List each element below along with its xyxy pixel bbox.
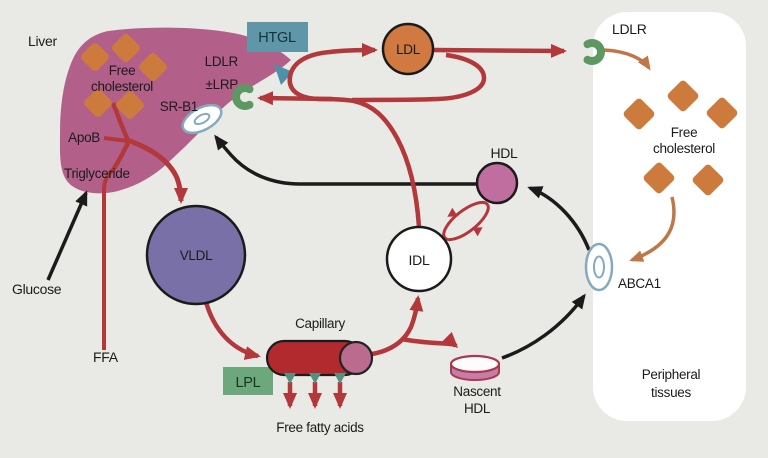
srb1-label: SR-B1 [160, 99, 198, 114]
capillary-to-idl-arrow [365, 295, 424, 358]
htgl-box [247, 22, 308, 52]
free-fatty-acids-label: Free fatty acids [276, 420, 364, 435]
nascent-hdl-disc-icon [449, 354, 501, 381]
cholesterol-to-abca1-arrow [629, 196, 676, 262]
htgl-wedge-icon [274, 64, 293, 85]
apob-label: ApoB [68, 130, 100, 145]
idl-particle [385, 225, 453, 293]
abca1-transporter-icon [584, 242, 614, 292]
peripheral-ldlr-label: LDLR [612, 21, 647, 37]
capillary-icon [265, 339, 374, 384]
lpl-box [223, 367, 273, 395]
nascent-hdl-to-abca1-arrow [501, 293, 586, 360]
liver-cholesterol-diamonds [81, 34, 167, 119]
lpl-anchor-icon [334, 373, 346, 384]
peripheral-tissues-box [593, 12, 746, 421]
cholesterol-diamond-icon [706, 97, 738, 129]
htgl-label: HTGL [258, 30, 296, 46]
lpl-anchor-icon [309, 373, 321, 384]
ldl-loop-line [351, 52, 487, 103]
srb1-transporter-icon [181, 103, 223, 135]
vldl-particle [145, 204, 247, 306]
lrp-label: ±LRP [206, 77, 239, 92]
lpl-label: LPL [236, 375, 261, 391]
triglyceride-label: Triglyceride [64, 166, 130, 181]
idl-label: IDL [409, 252, 430, 268]
liver-free-cholesterol-label: cholesterol [91, 79, 153, 94]
ffa-to-triglyceride-line [102, 168, 115, 350]
ldl-to-peripheral-arrow [432, 43, 567, 58]
lpl-anchor-icon [284, 373, 296, 384]
idl-hdl-exchange-icon [442, 200, 490, 242]
cholesterol-diamond-icon [116, 91, 144, 119]
vldl-to-capillary-arrow [203, 301, 261, 360]
uptake-by-liver-arrow [257, 91, 333, 106]
nascent-hdl-label: HDL [464, 401, 491, 416]
cholesterol-diamond-icon [84, 89, 112, 117]
cholesterol-diamond-icon [667, 80, 699, 112]
apob-branch-line [103, 136, 129, 143]
ldl-label: LDL [396, 42, 421, 57]
liver-ldlr-lrp-receptor-icon [232, 84, 254, 110]
nascent-hdl-label: Nascent [453, 384, 501, 399]
glucose-label: Glucose [12, 281, 62, 297]
peripheral-free-cholesterol-label: Free [671, 125, 698, 140]
cholesterol-diamond-icon [81, 43, 109, 71]
capillary-label: Capillary [295, 316, 345, 331]
liver-free-cholesterol-label: Free [109, 63, 136, 78]
to-nascent-hdl-arrow [401, 331, 459, 349]
liver-shape [59, 27, 292, 194]
vldl-label: VLDL [180, 248, 213, 263]
cholesterol-branch-line [110, 102, 131, 142]
cholesterol-diamond-icon [692, 164, 724, 196]
ldl-particle [381, 22, 435, 76]
abca1-to-hdl-arrow [527, 186, 591, 251]
cholesterol-diamond-icon [643, 162, 675, 194]
cholesterol-diamond-icon [139, 53, 167, 81]
liver-to-vldl-arrow [126, 137, 188, 204]
hdl-particle [475, 161, 519, 205]
triglyceride-branch-line [111, 141, 131, 172]
glucose-to-liver-arrow [46, 190, 88, 281]
peripheral-cholesterol-diamonds [623, 80, 738, 196]
hdl-to-srb1-arrow [214, 134, 477, 186]
cholesterol-diamond-icon [112, 34, 140, 62]
peripheral-free-cholesterol-label: cholesterol [653, 141, 715, 156]
peripheral-tissues-label: tissues [651, 385, 691, 400]
peripheral-ldlr-receptor-icon [583, 39, 605, 65]
ldlr-to-cholesterol-arrow [603, 48, 651, 71]
ffa-label: FFA [93, 349, 119, 365]
abca1-label: ABCA1 [618, 276, 661, 291]
peripheral-tissues-label: Peripheral [642, 367, 701, 382]
hdl-label: HDL [490, 145, 518, 161]
liver-ldlr-label: LDLR [205, 54, 239, 69]
cholesterol-diamond-icon [623, 98, 655, 130]
liver-label: Liver [28, 33, 57, 49]
